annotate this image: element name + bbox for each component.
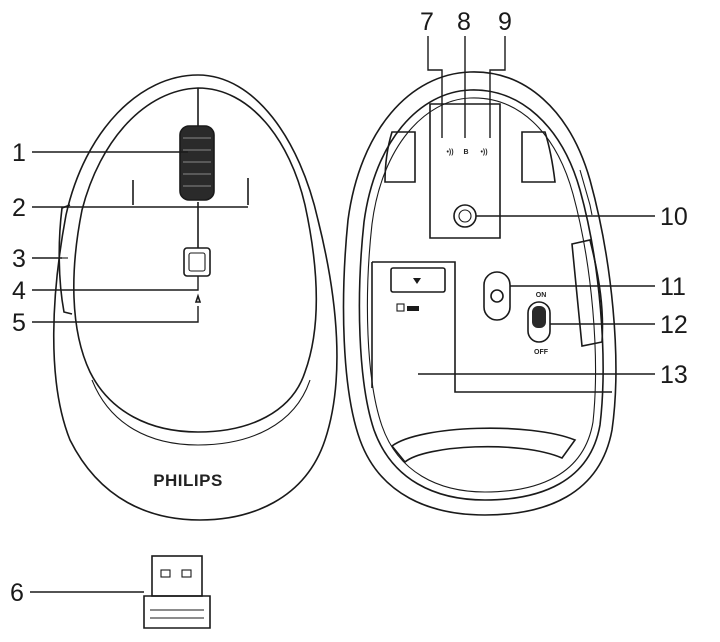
callout-12: 12 (660, 311, 688, 339)
foot-side-right (571, 239, 604, 347)
sensor-plate (429, 103, 501, 239)
mode-indicator-8: B (463, 149, 468, 156)
power-switch-knob (532, 306, 546, 328)
optical-sensor (453, 204, 477, 228)
foot-bottom (390, 427, 577, 464)
mouse-bottom-view: •)) B •)) ON OFF (342, 71, 617, 516)
callout-lines (30, 36, 655, 593)
brand-label: PHILIPS (153, 471, 223, 490)
connect-button-dot (490, 289, 504, 303)
callout-8: 8 (457, 8, 471, 36)
mode-indicator-9: •)) (480, 149, 487, 156)
indicator-light (194, 293, 202, 303)
switch-on-label: ON (536, 292, 547, 299)
scroll-wheel[interactable] (179, 125, 215, 201)
callout-3: 3 (12, 245, 26, 273)
battery-compartment (371, 261, 612, 393)
optical-sensor-lens (458, 209, 472, 223)
side-buttons[interactable] (58, 204, 73, 315)
callout-9: 9 (498, 8, 512, 36)
eject-arrow-icon (413, 278, 421, 284)
callout-2: 2 (12, 194, 26, 222)
mouse-top-outline (52, 74, 338, 521)
mouse-bottom-outline (342, 71, 617, 516)
callout-1: 1 (12, 139, 26, 167)
foot-top-right (521, 131, 556, 183)
power-switch[interactable] (527, 301, 551, 343)
callout-7: 7 (420, 8, 434, 36)
scroll-wheel-ridges (183, 137, 211, 187)
side-groove (579, 169, 593, 216)
mouse-bottom-inner-rim (366, 97, 597, 493)
dpi-button[interactable] (183, 247, 211, 277)
callout-10: 10 (660, 203, 688, 231)
callout-13: 13 (660, 361, 688, 389)
mouse-bottom-rim (358, 89, 604, 501)
callout-11: 11 (660, 273, 686, 301)
receiver-grip (150, 609, 204, 619)
callout-5: 5 (12, 309, 26, 337)
switch-off-label: OFF (534, 349, 549, 356)
callout-numbers: 1 2 3 4 5 6 7 8 9 10 11 12 13 (10, 8, 688, 607)
mouse-top-shell (73, 87, 318, 433)
dpi-button-inner (188, 252, 206, 272)
usb-pin-left (160, 569, 171, 578)
battery-icon (407, 306, 419, 311)
storage-icon (396, 303, 405, 312)
usb-pin-right (181, 569, 192, 578)
foot-top-left (384, 131, 416, 183)
usb-connector (151, 555, 203, 597)
mouse-top-view: PHILIPS (52, 74, 338, 521)
usb-receiver (143, 555, 211, 629)
callout-4: 4 (12, 277, 26, 305)
receiver-body (143, 595, 211, 629)
callout-6: 6 (10, 579, 24, 607)
mouse-top-shell-edge (91, 379, 311, 446)
mode-indicator-7: •)) (446, 149, 453, 156)
receiver-storage-slot (390, 267, 446, 293)
connect-button[interactable] (483, 271, 511, 321)
